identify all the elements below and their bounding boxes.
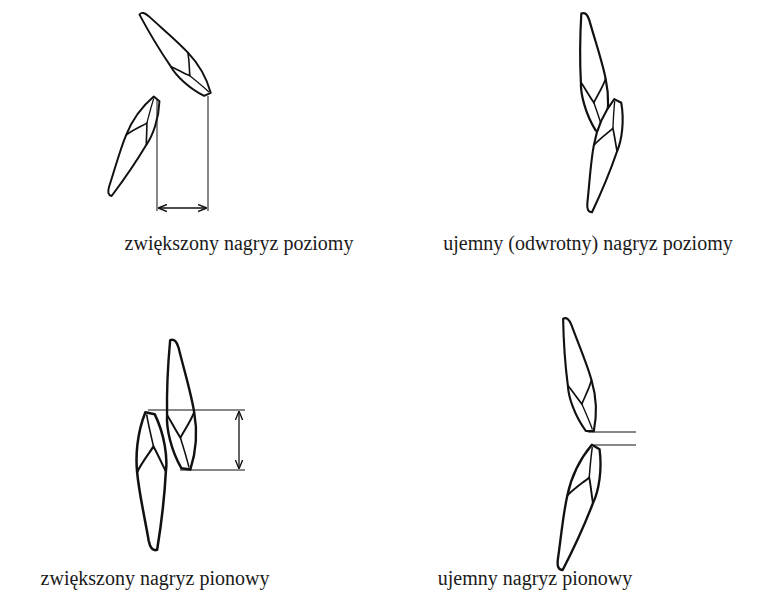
- tooth-pair: [135, 338, 245, 550]
- tooth-pair: [547, 315, 636, 573]
- tooth-pair: [571, 11, 630, 215]
- caption-label: zwiększony nagryz pionowy: [41, 566, 270, 590]
- caption-label: ujemny nagryz pionowy: [438, 566, 632, 590]
- tooth-pair: [99, 6, 217, 211]
- caption-label: zwiększony nagryz poziomy: [125, 231, 354, 255]
- caption-label: ujemny (odwrotny) nagryz poziomy: [443, 231, 732, 255]
